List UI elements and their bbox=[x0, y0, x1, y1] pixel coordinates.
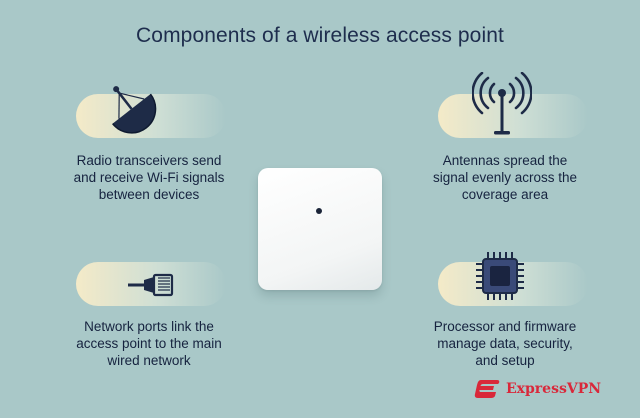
ethernet-cable-icon bbox=[128, 273, 174, 297]
status-led bbox=[316, 208, 322, 214]
radio-caption: Radio transceivers send and receive Wi-F… bbox=[73, 153, 225, 202]
brand-name: ExpressVPN bbox=[506, 381, 602, 397]
expressvpn-logo-icon bbox=[474, 380, 500, 398]
network-caption: Network ports link the access point to t… bbox=[76, 319, 222, 368]
satellite-dish-icon bbox=[112, 86, 157, 134]
expressvpn-brand: ExpressVPN bbox=[474, 378, 601, 400]
access-point-device-icon bbox=[258, 168, 382, 290]
processor-caption: Processor and firmware manage data, secu… bbox=[433, 319, 577, 368]
antenna-pill-background bbox=[438, 94, 588, 138]
processor-chip-icon bbox=[476, 252, 524, 300]
antenna-caption: Antennas spread the signal evenly across… bbox=[432, 153, 578, 202]
antenna-icon bbox=[472, 72, 532, 135]
page-title: Components of a wireless access point bbox=[136, 24, 504, 47]
